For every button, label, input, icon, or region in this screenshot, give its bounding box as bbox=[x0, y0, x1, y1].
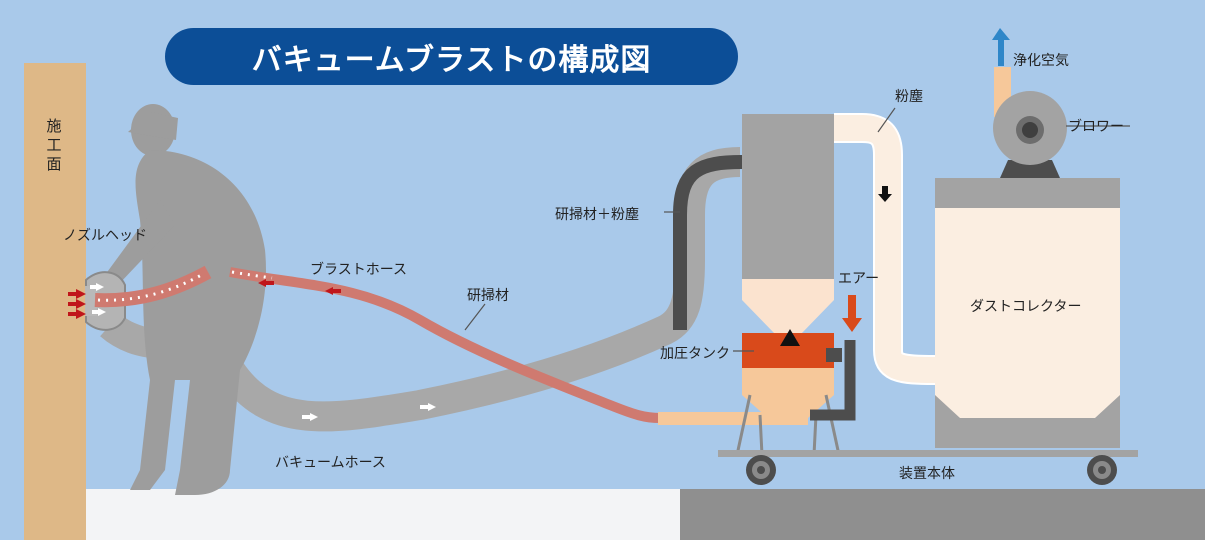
clean-air-arrow-icon bbox=[992, 28, 1010, 66]
dust-down-arrow-icon bbox=[878, 186, 892, 202]
bottom-strip bbox=[0, 540, 1205, 551]
grey-platform bbox=[680, 489, 1205, 540]
vacuum-hose-label: バキュームホース bbox=[275, 455, 386, 471]
unit-body-label: 装置本体 bbox=[899, 466, 955, 482]
blower-label: ブロワー bbox=[1068, 119, 1124, 135]
wall-label: 施 工 面 bbox=[44, 117, 64, 174]
work-surface-wall bbox=[24, 63, 86, 540]
abrasive-label: 研掃材 bbox=[467, 288, 509, 304]
wall-label-char: 工 bbox=[46, 136, 62, 154]
upper-hopper bbox=[742, 114, 834, 279]
hopper-cone bbox=[742, 279, 834, 335]
leader-lines bbox=[464, 107, 1130, 352]
dust-pipe-fill bbox=[834, 115, 936, 383]
blower-base bbox=[1000, 160, 1060, 178]
abrasive-dust-label: 研掃材＋粉塵 bbox=[555, 207, 639, 223]
blast-hose-label: ブラストホース bbox=[310, 262, 408, 278]
worker-silhouette bbox=[105, 104, 266, 495]
air-down-arrow-icon bbox=[842, 295, 862, 332]
lower-tank bbox=[742, 368, 834, 418]
red-flow-arrows bbox=[68, 279, 341, 319]
unit-base-frame bbox=[718, 450, 1138, 457]
dust-collector-label: ダストコレクター bbox=[970, 299, 1082, 315]
wheel-left bbox=[746, 455, 776, 485]
abrasive-dust-dark-hose bbox=[673, 155, 743, 330]
dust-collector-inner bbox=[935, 208, 1120, 418]
air-label: エアー bbox=[838, 271, 880, 287]
tank-valve bbox=[780, 329, 800, 346]
title-banner: バキュームブラストの構成図 bbox=[165, 28, 738, 85]
wall-label-char: 面 bbox=[46, 155, 62, 173]
blast-hose-main bbox=[229, 267, 661, 423]
blast-hose-inner-dots-2 bbox=[231, 270, 273, 280]
tank-legs bbox=[735, 394, 841, 456]
wall-label-char: 施 bbox=[46, 117, 62, 135]
air-inlet-pipe bbox=[810, 340, 856, 421]
page-title: バキュームブラストの構成図 bbox=[251, 42, 652, 78]
air-inlet-cap bbox=[826, 348, 842, 362]
nozzle-face bbox=[85, 286, 97, 316]
dust-label: 粉塵 bbox=[895, 89, 923, 105]
nozzle-head-label: ノズルヘッド bbox=[63, 228, 147, 244]
blast-hose-front bbox=[94, 265, 212, 308]
pressure-tank-label: 加圧タンク bbox=[660, 346, 730, 362]
blower-hub-inner bbox=[1022, 122, 1038, 138]
clean-air-label: 浄化空気 bbox=[1013, 53, 1069, 69]
wheel-right bbox=[1087, 455, 1117, 485]
white-flow-arrows bbox=[90, 283, 436, 421]
